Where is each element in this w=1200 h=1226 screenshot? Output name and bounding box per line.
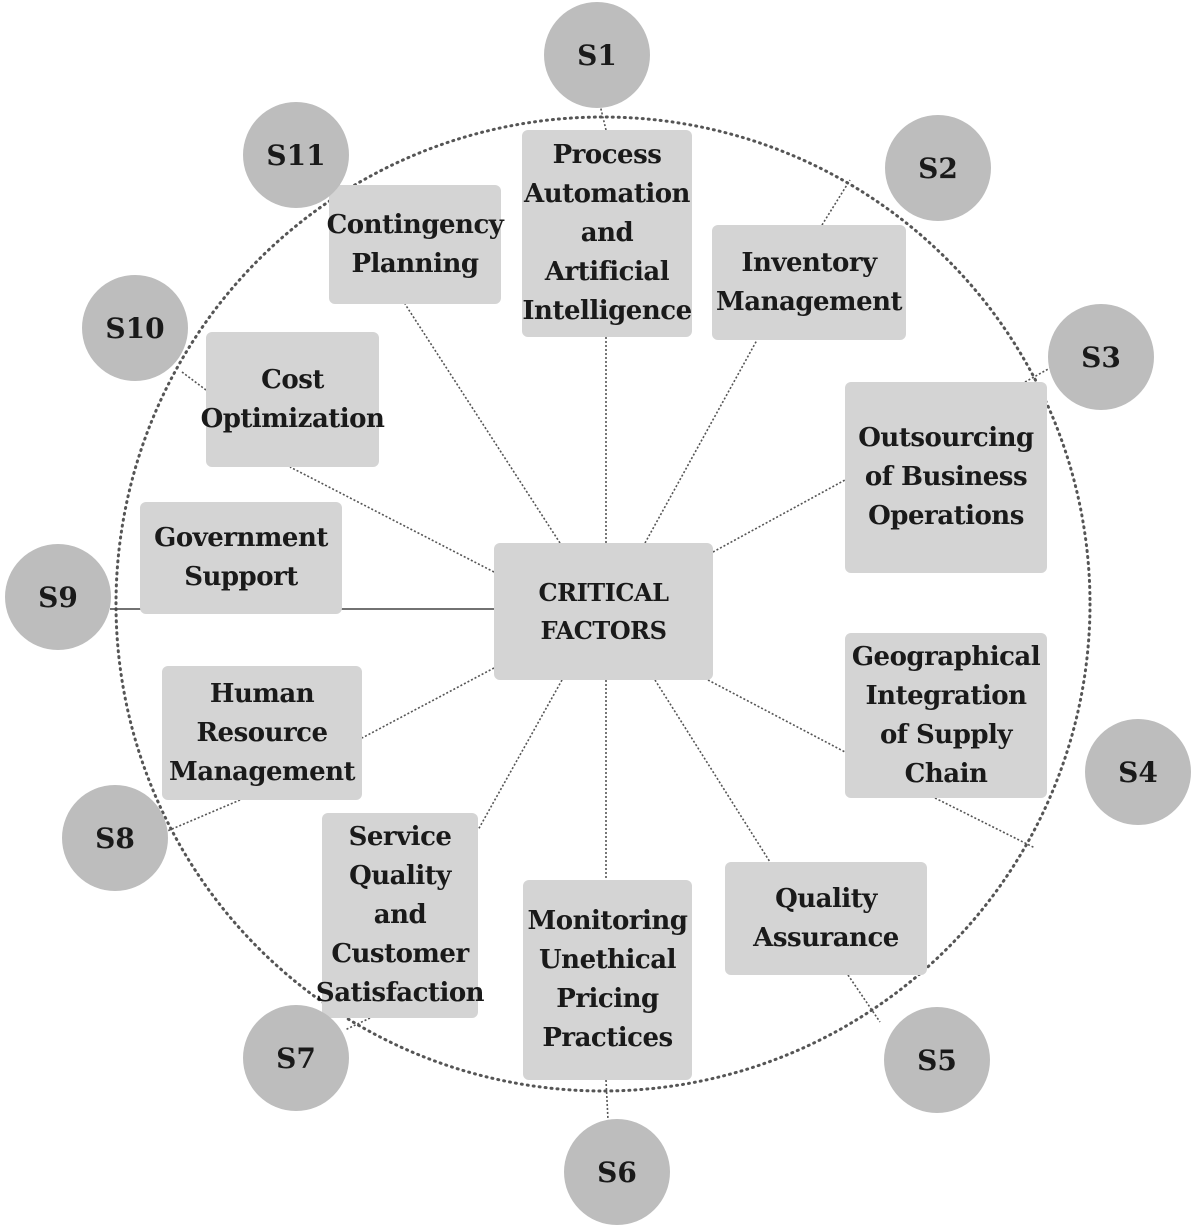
factor-box-s3: Outsourcing of Business Operations xyxy=(845,382,1047,573)
factor-box-s1: Process Automation and Artificial Intell… xyxy=(522,130,692,337)
factor-box-s9: Government Support xyxy=(140,502,342,614)
strategy-circle-s7: S7 xyxy=(243,1005,349,1111)
line-s6-box-circle xyxy=(605,1079,609,1121)
line-center-s5 xyxy=(654,679,771,863)
line-s4-box-circle xyxy=(934,797,1036,849)
line-s8-box-circle xyxy=(164,799,241,833)
line-center-s11 xyxy=(404,303,561,544)
factor-box-s7: Service Quality and Customer Satisfactio… xyxy=(316,813,485,1018)
outer-dotted-circle xyxy=(114,115,1092,1093)
factor-box-s11: Contingency Planning xyxy=(327,185,504,304)
line-s10-box-circle xyxy=(181,371,207,391)
factor-box-s2: Inventory Management xyxy=(712,225,906,340)
strategy-circle-s4: S4 xyxy=(1085,719,1191,825)
line-center-s4 xyxy=(707,679,846,753)
strategy-circle-s11: S11 xyxy=(243,102,349,208)
strategy-circle-s5: S5 xyxy=(884,1007,990,1113)
strategy-circle-s3: S3 xyxy=(1048,304,1154,410)
strategy-circle-s1: S1 xyxy=(544,2,650,108)
factor-box-s10: Cost Optimization xyxy=(201,332,385,467)
line-s7-box-circle xyxy=(344,1017,371,1031)
line-s2-box-circle xyxy=(821,179,851,226)
strategy-circle-s6: S6 xyxy=(564,1119,670,1225)
strategy-circle-s8: S8 xyxy=(62,785,168,891)
line-center-s8 xyxy=(361,667,495,739)
strategy-circle-s10: S10 xyxy=(82,275,188,381)
line-center-s7 xyxy=(477,679,563,831)
factor-box-s8: Human Resource Management xyxy=(162,666,362,800)
strategy-circle-s2: S2 xyxy=(885,115,991,221)
line-center-s3 xyxy=(712,479,846,553)
line-s3-box-circle xyxy=(1024,367,1051,383)
line-s1-box-circle xyxy=(599,104,607,131)
line-center-s2 xyxy=(644,339,758,544)
line-s5-box-circle xyxy=(847,974,881,1023)
critical-factors-box: CRITICAL FACTORS xyxy=(494,543,713,680)
strategy-circle-s9: S9 xyxy=(5,544,111,650)
factor-box-s6: Monitoring Unethical Pricing Practices xyxy=(523,880,692,1080)
factor-box-s4: Geographical Integration of Supply Chain xyxy=(845,633,1047,798)
factor-box-s5: Quality Assurance xyxy=(725,862,927,975)
